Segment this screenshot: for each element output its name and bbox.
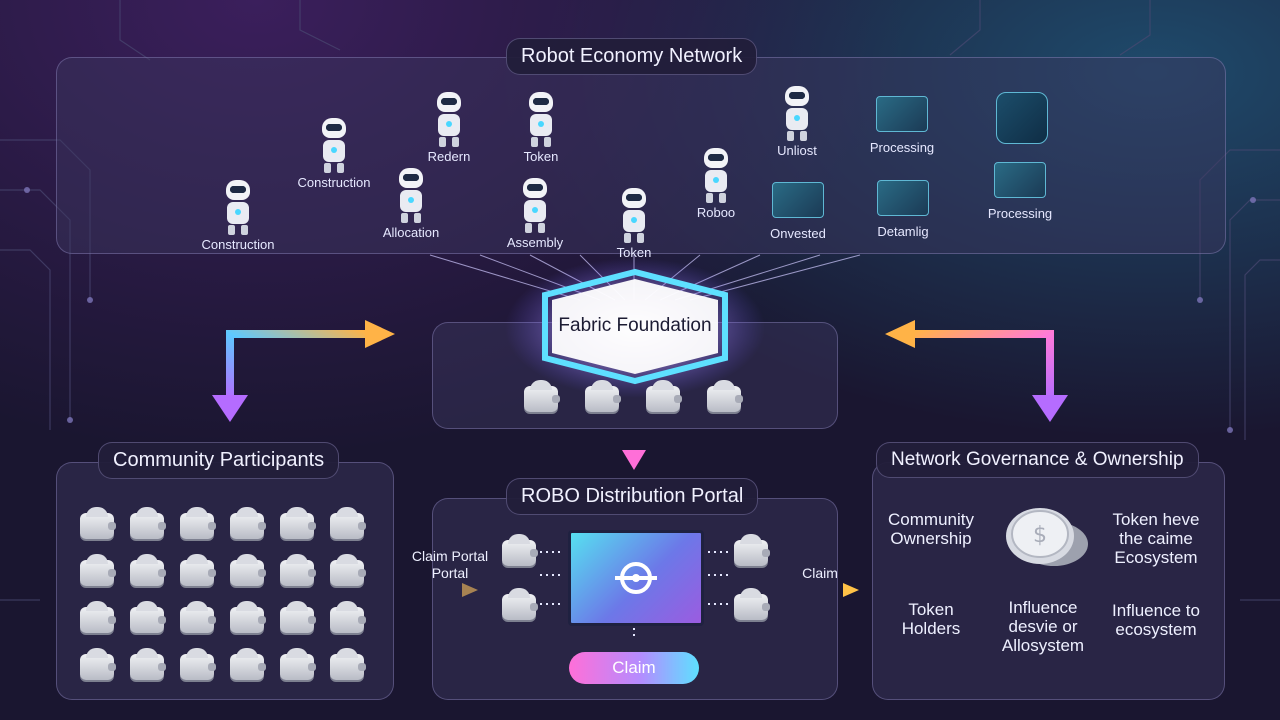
portal-screen	[568, 530, 704, 626]
robot-icon	[622, 188, 646, 243]
robot-icon	[785, 86, 809, 141]
portal-wallet	[734, 594, 768, 620]
robot-label: Processing	[870, 140, 934, 155]
community-wallet	[80, 607, 114, 633]
robot-icon	[399, 168, 423, 223]
dashboard-node: Processing	[857, 96, 947, 155]
governance-item: Token Holders	[876, 600, 986, 638]
robot-node: Redern	[404, 92, 494, 164]
portal-title: ROBO Distribution Portal	[506, 478, 758, 515]
portal-right-label: Claim	[792, 565, 848, 581]
portal-wallet	[502, 594, 536, 620]
monitor-icon	[877, 180, 929, 222]
community-wallet	[130, 560, 164, 586]
robot-label: Detamlig	[877, 224, 928, 239]
portal-left-label: Claim Portal Portal	[404, 548, 496, 582]
dashboard-node: Processing	[975, 162, 1065, 221]
robot-node: Roboo	[671, 148, 761, 220]
community-wallet	[180, 654, 214, 680]
monitor-icon	[772, 182, 824, 224]
robot-node: Token	[496, 92, 586, 164]
community-wallet	[280, 654, 314, 680]
robot-label: Roboo	[697, 205, 735, 220]
robot-label: Construction	[202, 237, 275, 252]
robot-icon	[523, 178, 547, 233]
community-wallet	[180, 513, 214, 539]
robot-label: Onvested	[770, 226, 826, 241]
governance-item: Influence desvie or Allosystem	[992, 598, 1094, 655]
community-wallet	[230, 607, 264, 633]
robot-node: Allocation	[366, 168, 456, 240]
network-logo-icon	[996, 92, 1048, 144]
governance-title: Network Governance & Ownership	[876, 442, 1199, 478]
community-wallet	[330, 560, 364, 586]
robot-node: Construction	[193, 180, 283, 252]
foundation-wallet	[585, 386, 619, 412]
portal-logo-icon	[571, 533, 701, 623]
coins-icon: $	[994, 500, 1094, 572]
community-wallet	[230, 654, 264, 680]
community-wallet	[80, 654, 114, 680]
monitor-icon	[994, 162, 1046, 204]
community-wallet	[280, 560, 314, 586]
dashboard-node: Onvested	[753, 182, 843, 241]
robot-label: Redern	[428, 149, 471, 164]
community-wallet	[230, 513, 264, 539]
robot-label: Assembly	[507, 235, 563, 250]
robot-label: Allocation	[383, 225, 439, 240]
foundation-wallet	[707, 386, 741, 412]
portal-wallet	[734, 540, 768, 566]
foundation-wallet	[524, 386, 558, 412]
governance-item: Community Ownership	[876, 510, 986, 548]
robot-node: Assembly	[490, 178, 580, 250]
monitor-icon	[876, 96, 928, 138]
community-wallet	[80, 513, 114, 539]
robot-node: Unliost	[752, 86, 842, 158]
robot-icon	[226, 180, 250, 235]
robot-label: Unliost	[777, 143, 817, 158]
community-wallet	[130, 607, 164, 633]
dashboard-node: Detamlig	[858, 180, 948, 239]
portal-wallet	[502, 540, 536, 566]
community-wallet	[180, 607, 214, 633]
community-wallet	[330, 607, 364, 633]
governance-item: Token heve the caime Ecosystem	[1100, 510, 1212, 567]
community-wallet	[80, 560, 114, 586]
community-wallet	[130, 513, 164, 539]
robot-label: Construction	[298, 175, 371, 190]
foundation-wallet	[646, 386, 680, 412]
robot-label: Processing	[988, 206, 1052, 221]
claim-button[interactable]: Claim	[569, 652, 699, 684]
community-wallet	[330, 513, 364, 539]
foundation-title: Fabric Foundation	[500, 315, 770, 337]
community-wallet	[330, 654, 364, 680]
community-wallet	[230, 560, 264, 586]
community-wallet	[280, 607, 314, 633]
community-wallet	[280, 513, 314, 539]
robot-label: Token	[524, 149, 559, 164]
community-wallet	[130, 654, 164, 680]
governance-panel	[872, 462, 1225, 700]
community-wallet	[180, 560, 214, 586]
robot-icon	[704, 148, 728, 203]
robot-network-title: Robot Economy Network	[506, 38, 757, 75]
svg-text:$: $	[1033, 523, 1047, 548]
governance-item: Influence to ecosystem	[1100, 601, 1212, 639]
community-title: Community Participants	[98, 442, 339, 479]
robot-icon	[322, 118, 346, 173]
robot-icon	[529, 92, 553, 147]
robot-icon	[437, 92, 461, 147]
